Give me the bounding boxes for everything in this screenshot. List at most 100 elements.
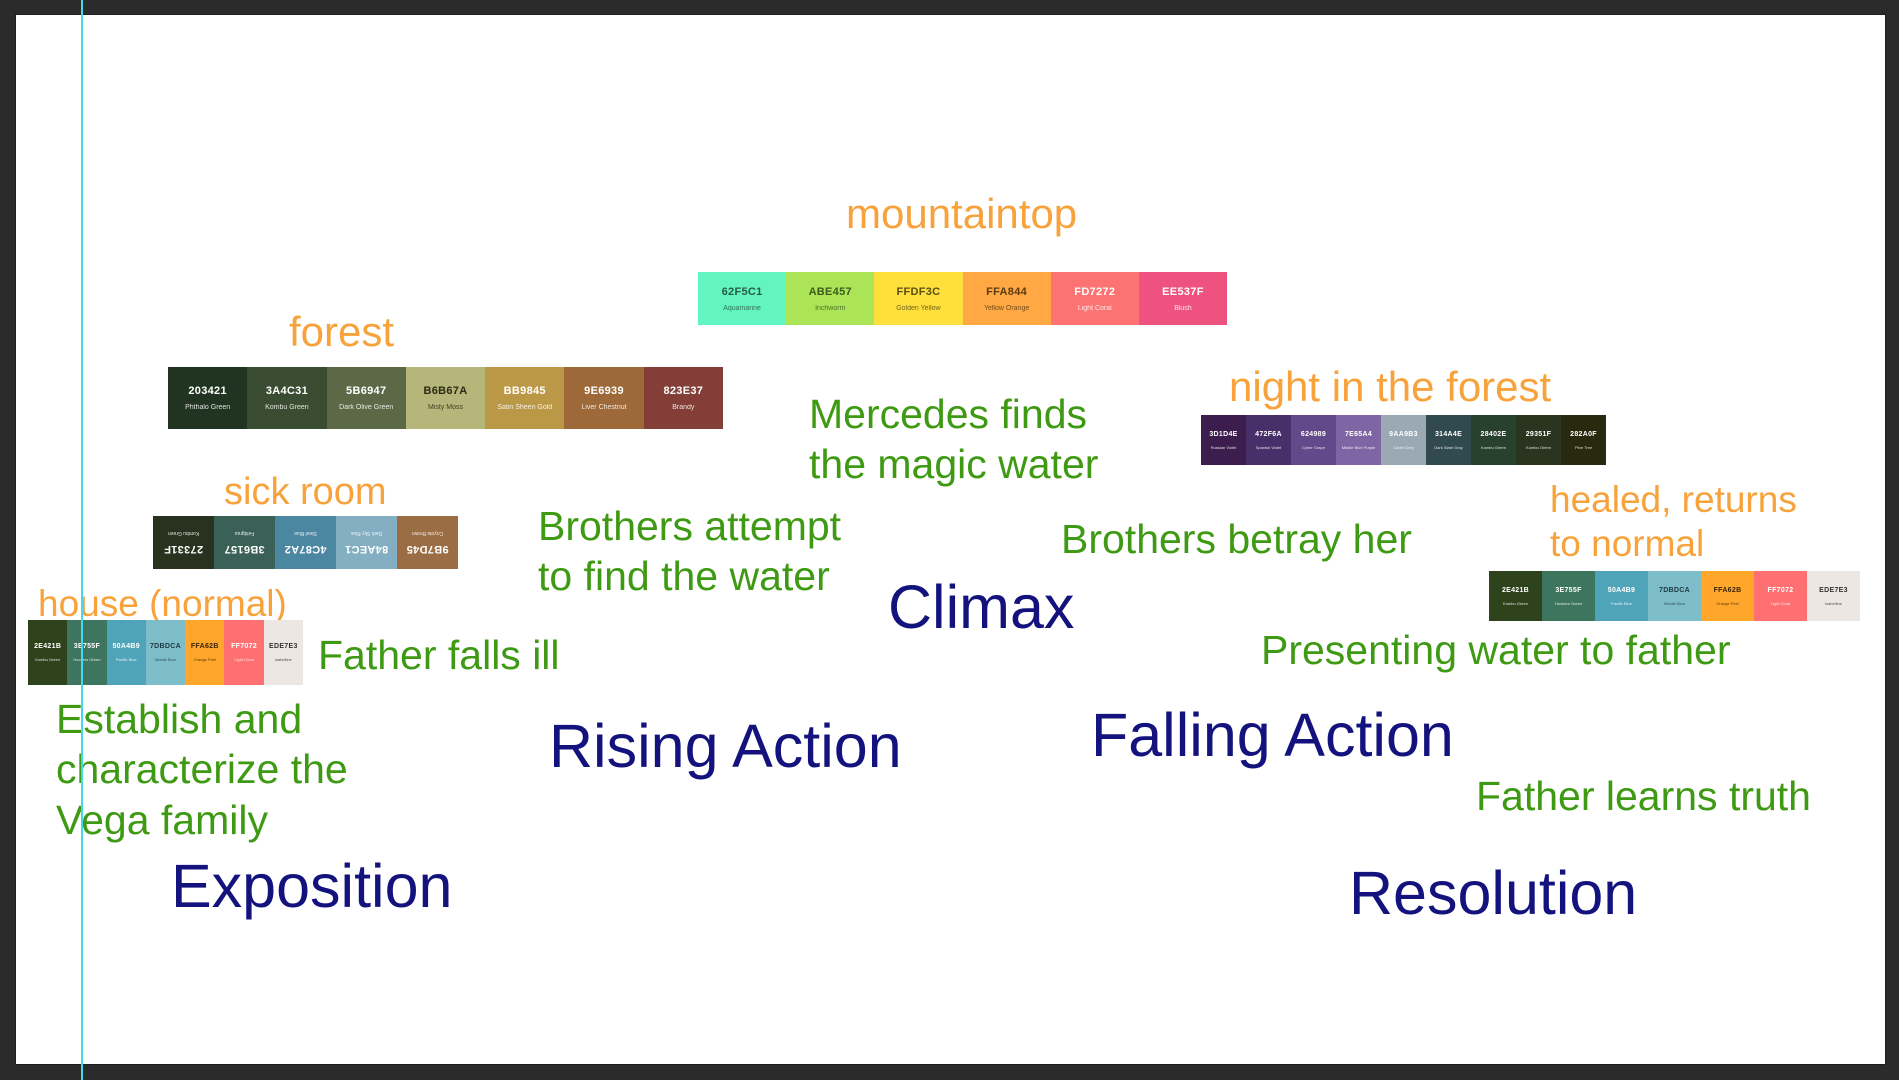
swatch-color-name: Kombu Green bbox=[1481, 444, 1506, 450]
swatch-color-name: Light Coral bbox=[1077, 304, 1112, 312]
swatch-hex-code: 84AEC1 bbox=[344, 543, 389, 555]
swatch-hex-code: 9E6939 bbox=[584, 385, 624, 397]
event-brothers-betray: Brothers betray her bbox=[1061, 516, 1412, 562]
swatch-hex-code: 203421 bbox=[188, 385, 227, 397]
swatch-hex-code: 624989 bbox=[1300, 430, 1327, 438]
swatch-color-name: Coyote Brown bbox=[411, 530, 444, 536]
swatch-hex-code: 28402E bbox=[1480, 430, 1507, 438]
swatch-hex-code: 50A4B9 bbox=[112, 643, 140, 650]
location-label-healed: healed, returns to normal bbox=[1550, 479, 1797, 565]
event-establish-family: Establish and characterize the Vega fami… bbox=[56, 696, 348, 843]
swatch-color-name: Isabelline bbox=[274, 657, 292, 662]
swatch-hex-code: FFA62B bbox=[1713, 586, 1742, 594]
swatch-hex-code: 9B7D45 bbox=[406, 543, 449, 555]
swatch-color-name: Orange Peel bbox=[1716, 600, 1739, 606]
swatch-color-name: Phthalo Green bbox=[185, 404, 231, 411]
swatch-hex-code: 282A0F bbox=[1570, 430, 1597, 438]
swatch-hex-code: BB9845 bbox=[503, 385, 546, 397]
location-label-forest: forest bbox=[289, 308, 395, 355]
swatch-color-name: Aquamarine bbox=[723, 304, 761, 312]
swatch-hex-code: 9AA9B3 bbox=[1389, 430, 1418, 438]
swatch-color-name: Pacific Blue bbox=[115, 657, 137, 662]
swatch-color-name: Kombu Green bbox=[265, 404, 309, 411]
swatch-hex-code: ABE457 bbox=[808, 285, 852, 298]
event-mercedes-finds-water: Mercedes finds the magic water bbox=[809, 391, 1099, 488]
swatch-hex-code: 4C87A2 bbox=[284, 543, 327, 555]
color-swatch: 4C87A2 Steel Blue bbox=[275, 516, 336, 569]
swatch-color-name: Orange Peel bbox=[193, 657, 216, 662]
swatch-color-name: Steel Blue bbox=[294, 530, 317, 536]
color-swatch: 28402E Kombu Green bbox=[1471, 415, 1516, 465]
swatch-color-name: Kombu Green bbox=[1526, 444, 1551, 450]
stage-falling-action: Falling Action bbox=[1091, 701, 1454, 769]
swatch-hex-code: 62F5C1 bbox=[721, 285, 763, 298]
swatch-color-name: Cyber Grape bbox=[1302, 444, 1325, 450]
swatch-color-name: Inchworm bbox=[815, 304, 846, 312]
swatch-color-name: Satin Sheen Gold bbox=[497, 404, 553, 411]
swatch-color-name: Kombu Green bbox=[35, 657, 61, 662]
swatch-hex-code: EDE7E3 bbox=[269, 643, 298, 650]
stage-rising-action: Rising Action bbox=[549, 712, 902, 780]
swatch-hex-code: FD7272 bbox=[1074, 285, 1116, 298]
swatch-hex-code: FF7072 bbox=[1767, 586, 1794, 594]
swatch-hex-code: FF7072 bbox=[231, 643, 258, 650]
swatch-hex-code: 823E37 bbox=[663, 385, 704, 397]
location-label-night-forest: night in the forest bbox=[1229, 363, 1552, 410]
swatch-hex-code: 7DBDCA bbox=[1659, 586, 1690, 594]
color-swatch: 3D1D4E Russian Violet bbox=[1201, 415, 1246, 465]
stage-climax: Climax bbox=[888, 573, 1075, 641]
swatch-color-name: Russian Violet bbox=[1210, 444, 1237, 450]
swatch-color-name: Blush bbox=[1174, 304, 1192, 312]
location-label-mountaintop: mountaintop bbox=[846, 190, 1078, 237]
swatch-color-name: Pacific Blue bbox=[1611, 600, 1632, 606]
swatch-hex-code: FFA62B bbox=[190, 643, 219, 650]
color-swatch: FFA62B Orange Peel bbox=[185, 620, 225, 685]
swatch-hex-code: 3A4C31 bbox=[265, 385, 308, 397]
swatch-color-name: Middle Blue bbox=[1664, 600, 1685, 606]
swatch-color-name: Dark Slate Gray bbox=[1434, 444, 1463, 450]
event-brothers-attempt: Brothers attempt to find the water bbox=[538, 503, 842, 600]
swatch-hex-code: 3D1D4E bbox=[1209, 430, 1238, 438]
stage-resolution: Resolution bbox=[1349, 859, 1638, 927]
swatch-hex-code: FFA844 bbox=[986, 285, 1028, 298]
swatch-hex-code: 3B6157 bbox=[224, 543, 265, 555]
swatch-hex-code: FFDF3C bbox=[896, 285, 941, 298]
swatch-color-name: Dark Olive Green bbox=[339, 404, 394, 411]
event-father-learns-truth: Father learns truth bbox=[1476, 773, 1811, 819]
vertical-guide-line[interactable] bbox=[81, 0, 83, 1080]
swatch-hex-code: 2E421B bbox=[34, 643, 62, 650]
swatch-color-name: Cadet Grey bbox=[1393, 444, 1414, 450]
swatch-color-name: Light Coral bbox=[234, 657, 254, 662]
swatch-color-name: Pine Tree bbox=[1574, 444, 1593, 450]
swatch-color-name: Spanish Violet bbox=[1255, 444, 1282, 450]
swatch-color-name: Light Coral bbox=[1770, 600, 1791, 606]
color-swatch: FFA62B Orange Peel bbox=[1701, 571, 1754, 621]
